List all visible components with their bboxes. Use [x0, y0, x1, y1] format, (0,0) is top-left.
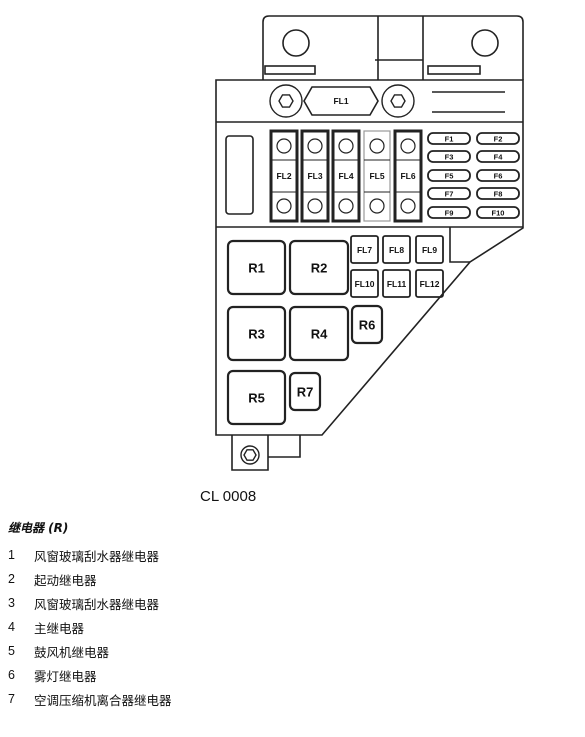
- legend-item-text: 雾灯继电器: [34, 668, 97, 684]
- fusible-link-label: FL6: [400, 171, 415, 181]
- legend-item-text: 鼓风机继电器: [34, 644, 110, 660]
- fuse-label: F1: [445, 135, 454, 144]
- relay-label: R4: [311, 327, 328, 342]
- fusible-link-FL1-label: FL1: [333, 96, 348, 106]
- legend-item: 1 风窗玻璃刮水器继电器: [8, 543, 172, 567]
- mounting-hole-icon: [471, 29, 499, 57]
- legend-item-text: 起动继电器: [34, 572, 97, 588]
- fuse-label: F3: [445, 153, 454, 162]
- legend-item-number: 6: [8, 668, 15, 682]
- fusible-link-label: FL4: [338, 171, 353, 181]
- fusible-link-label: FL2: [276, 171, 291, 181]
- fuse-f6: F6: [476, 169, 520, 182]
- fuse-label: F10: [492, 209, 505, 218]
- fusible-link-label: FL3: [307, 171, 322, 181]
- fusible-link-fl8: FL8: [382, 235, 411, 264]
- fuse-label: F2: [494, 135, 503, 144]
- fusible-link-label: FL11: [387, 279, 407, 289]
- legend-item-number: 1: [8, 548, 15, 562]
- fusible-link-label: FL7: [357, 245, 372, 255]
- legend-item-text: 空调压缩机离合器继电器: [34, 692, 172, 708]
- legend-item-text: 主继电器: [34, 620, 85, 636]
- fusible-link-fl6: FL6: [393, 129, 423, 223]
- fuse-box-outline: [215, 79, 524, 436]
- fusible-link-label: FL8: [389, 245, 404, 255]
- fusible-link-label: FL10: [355, 279, 375, 289]
- legend-item-text: 风窗玻璃刮水器继电器: [34, 548, 160, 564]
- legend-item: 7 空调压缩机离合器继电器: [8, 687, 172, 711]
- figure-caption: CL 0008: [200, 488, 257, 505]
- fusible-link-fl4: FL4: [331, 129, 361, 223]
- bolt-icon: [390, 94, 406, 108]
- relay-label: R3: [248, 327, 265, 342]
- relay-r7: R7: [288, 371, 322, 412]
- fusible-link-fl9: FL9: [415, 235, 444, 264]
- legend-item: 2 起动继电器: [8, 567, 172, 591]
- fuse-label: F4: [494, 153, 504, 162]
- fuse-f10: F10: [476, 206, 520, 219]
- fusible-link-label: FL12: [420, 279, 440, 289]
- relay-legend-list: 1 风窗玻璃刮水器继电器 2 起动继电器 3 风窗玻璃刮水器继电器 4 主继电器 5 鼓风机继电器…: [8, 543, 172, 711]
- legend-heading: 继电器 (R): [8, 521, 69, 535]
- fuse-label: F9: [445, 209, 454, 218]
- fusible-link-fl5: FL5: [363, 130, 391, 222]
- fuse-f2: F2: [476, 132, 520, 145]
- fuse-f4: F4: [476, 150, 520, 163]
- fusible-link-label: FL5: [369, 171, 384, 181]
- legend-item-number: 2: [8, 572, 15, 586]
- fuse-f3: F3: [427, 150, 471, 163]
- relay-r2: R2: [288, 239, 350, 296]
- bolt-icon: [278, 94, 294, 108]
- fuse-f5: F5: [427, 169, 471, 182]
- relay-label: R5: [248, 391, 265, 406]
- fusible-link-fl2: FL2: [269, 129, 299, 223]
- fuse-label: F6: [494, 172, 503, 181]
- legend-item-text: 风窗玻璃刮水器继电器: [34, 596, 160, 612]
- relay-label: R1: [248, 261, 265, 276]
- fusible-link-fl11: FL11: [382, 269, 411, 298]
- fuse-f7: F7: [427, 187, 471, 200]
- legend-item-number: 4: [8, 620, 15, 634]
- relay-label: R2: [311, 261, 328, 276]
- bolt-icon: [243, 449, 257, 461]
- legend-item: 3 风窗玻璃刮水器继电器: [8, 591, 172, 615]
- fuse-f8: F8: [476, 187, 520, 200]
- fuse-label: F5: [445, 172, 454, 181]
- relay-r3: R3: [226, 305, 287, 362]
- relay-r6: R6: [350, 304, 384, 345]
- fusible-link-fl7: FL7: [350, 235, 379, 264]
- legend-item: 4 主继电器: [8, 615, 172, 639]
- fuse-label: F7: [445, 190, 454, 199]
- fuse-label: F8: [494, 190, 503, 199]
- fuse-f9: F9: [427, 206, 471, 219]
- fusible-link-fl3: FL3: [300, 129, 330, 223]
- legend-item: 6 雾灯继电器: [8, 663, 172, 687]
- mounting-bracket: [262, 15, 524, 80]
- relay-r1: R1: [226, 239, 287, 296]
- fusible-link-fl10: FL10: [350, 269, 379, 298]
- relay-r4: R4: [288, 305, 350, 362]
- legend-item: 5 鼓风机继电器: [8, 639, 172, 663]
- fuse-f1: F1: [427, 132, 471, 145]
- legend-item-number: 5: [8, 644, 15, 658]
- relay-r5: R5: [226, 369, 287, 426]
- legend-item-number: 3: [8, 596, 15, 610]
- fusible-link-label: FL9: [422, 245, 437, 255]
- mounting-hole-icon: [282, 29, 310, 57]
- legend-item-number: 7: [8, 692, 15, 706]
- relay-label: R6: [359, 318, 376, 333]
- relay-label: R7: [297, 385, 314, 400]
- fusible-link-fl12: FL12: [415, 269, 444, 298]
